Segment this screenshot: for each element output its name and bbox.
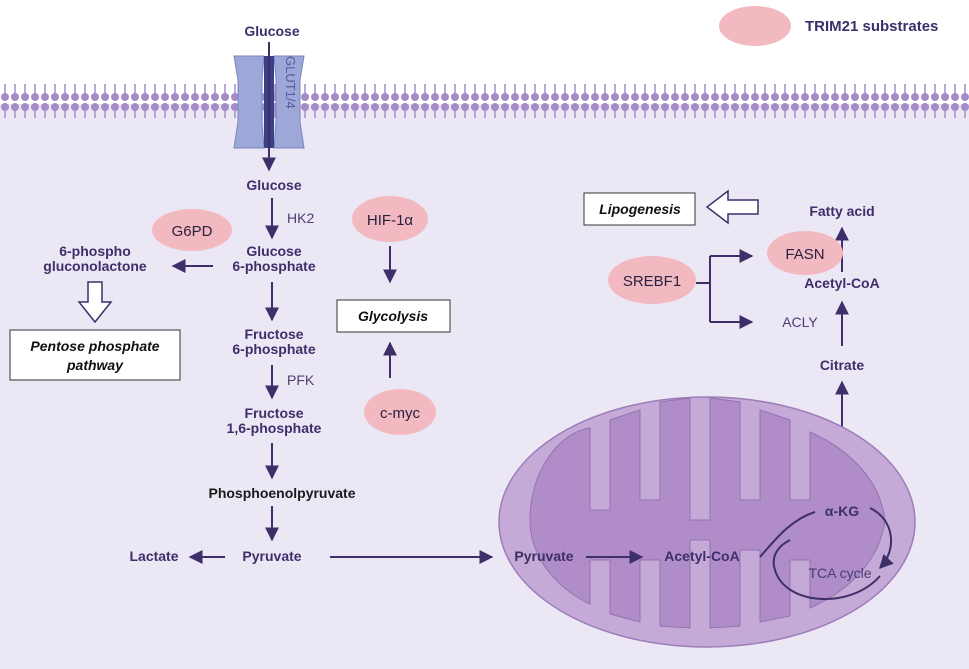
ppp-box [9,329,181,381]
lipogenesis-box-label: Lipogenesis [599,201,681,217]
pyruvate-mito: Pyruvate [514,548,573,564]
srebf1-substrate [608,256,696,304]
f16p-line1: Fructose [244,405,303,421]
acetyl-coa-mito: Acetyl-CoA [664,548,739,564]
hk2-label: HK2 [287,210,314,226]
glycolysis-box-label: Glycolysis [358,308,428,324]
glycolysis-box [336,299,451,333]
ppp-box-line2: pathway [66,357,124,373]
lipogenesis-block-arrow [705,189,759,225]
acly-label: ACLY [782,314,818,330]
tca-label: TCA cycle [808,565,871,581]
ppp-box-line1: Pentose phosphate [30,338,159,354]
legend-label: TRIM21 substrates [805,18,938,35]
fasn-label: FASN [785,246,824,263]
cmyc-substrate [364,389,436,435]
citrate-label: Citrate [820,357,865,373]
g6pd-label: G6PD [172,223,213,240]
lipogenesis-box [583,192,696,226]
hif1a-label: HIF-1α [367,212,414,229]
pgl-line1: 6-phospho [59,243,131,259]
pgl-line2: gluconolactone [43,258,147,274]
glucose-extracellular: Glucose [244,23,299,39]
f6p-line1: Fructose [244,326,303,342]
pep-label: Phosphoenolpyruvate [208,485,355,501]
pfk-label: PFK [287,372,315,388]
fasn-substrate [767,231,843,275]
glut-label: GLUT1/4 [283,56,298,109]
legend: TRIM21 substrates [719,6,938,46]
fatty-acid-label: Fatty acid [809,203,874,219]
f16p-line2: 1,6-phosphate [227,420,322,436]
akg-label: α-KG [825,503,859,519]
f6p-line2: 6-phosphate [232,341,315,357]
mitochondrion [498,396,916,648]
ppp-block-arrow [77,281,113,324]
legend-swatch [719,6,791,46]
g6p-line1: Glucose [246,243,301,259]
pyruvate-cytosol: Pyruvate [242,548,301,564]
g6p-line2: 6-phosphate [232,258,315,274]
acetyl-coa-cytosol: Acetyl-CoA [804,275,879,291]
srebf1-label: SREBF1 [623,273,681,290]
glucose-intracellular: Glucose [246,177,301,193]
hif1a-substrate [352,196,428,242]
lactate-label: Lactate [129,548,178,564]
cell-membrane [0,84,969,118]
cmyc-label: c-myc [380,405,420,422]
g6pd-substrate [152,209,232,251]
